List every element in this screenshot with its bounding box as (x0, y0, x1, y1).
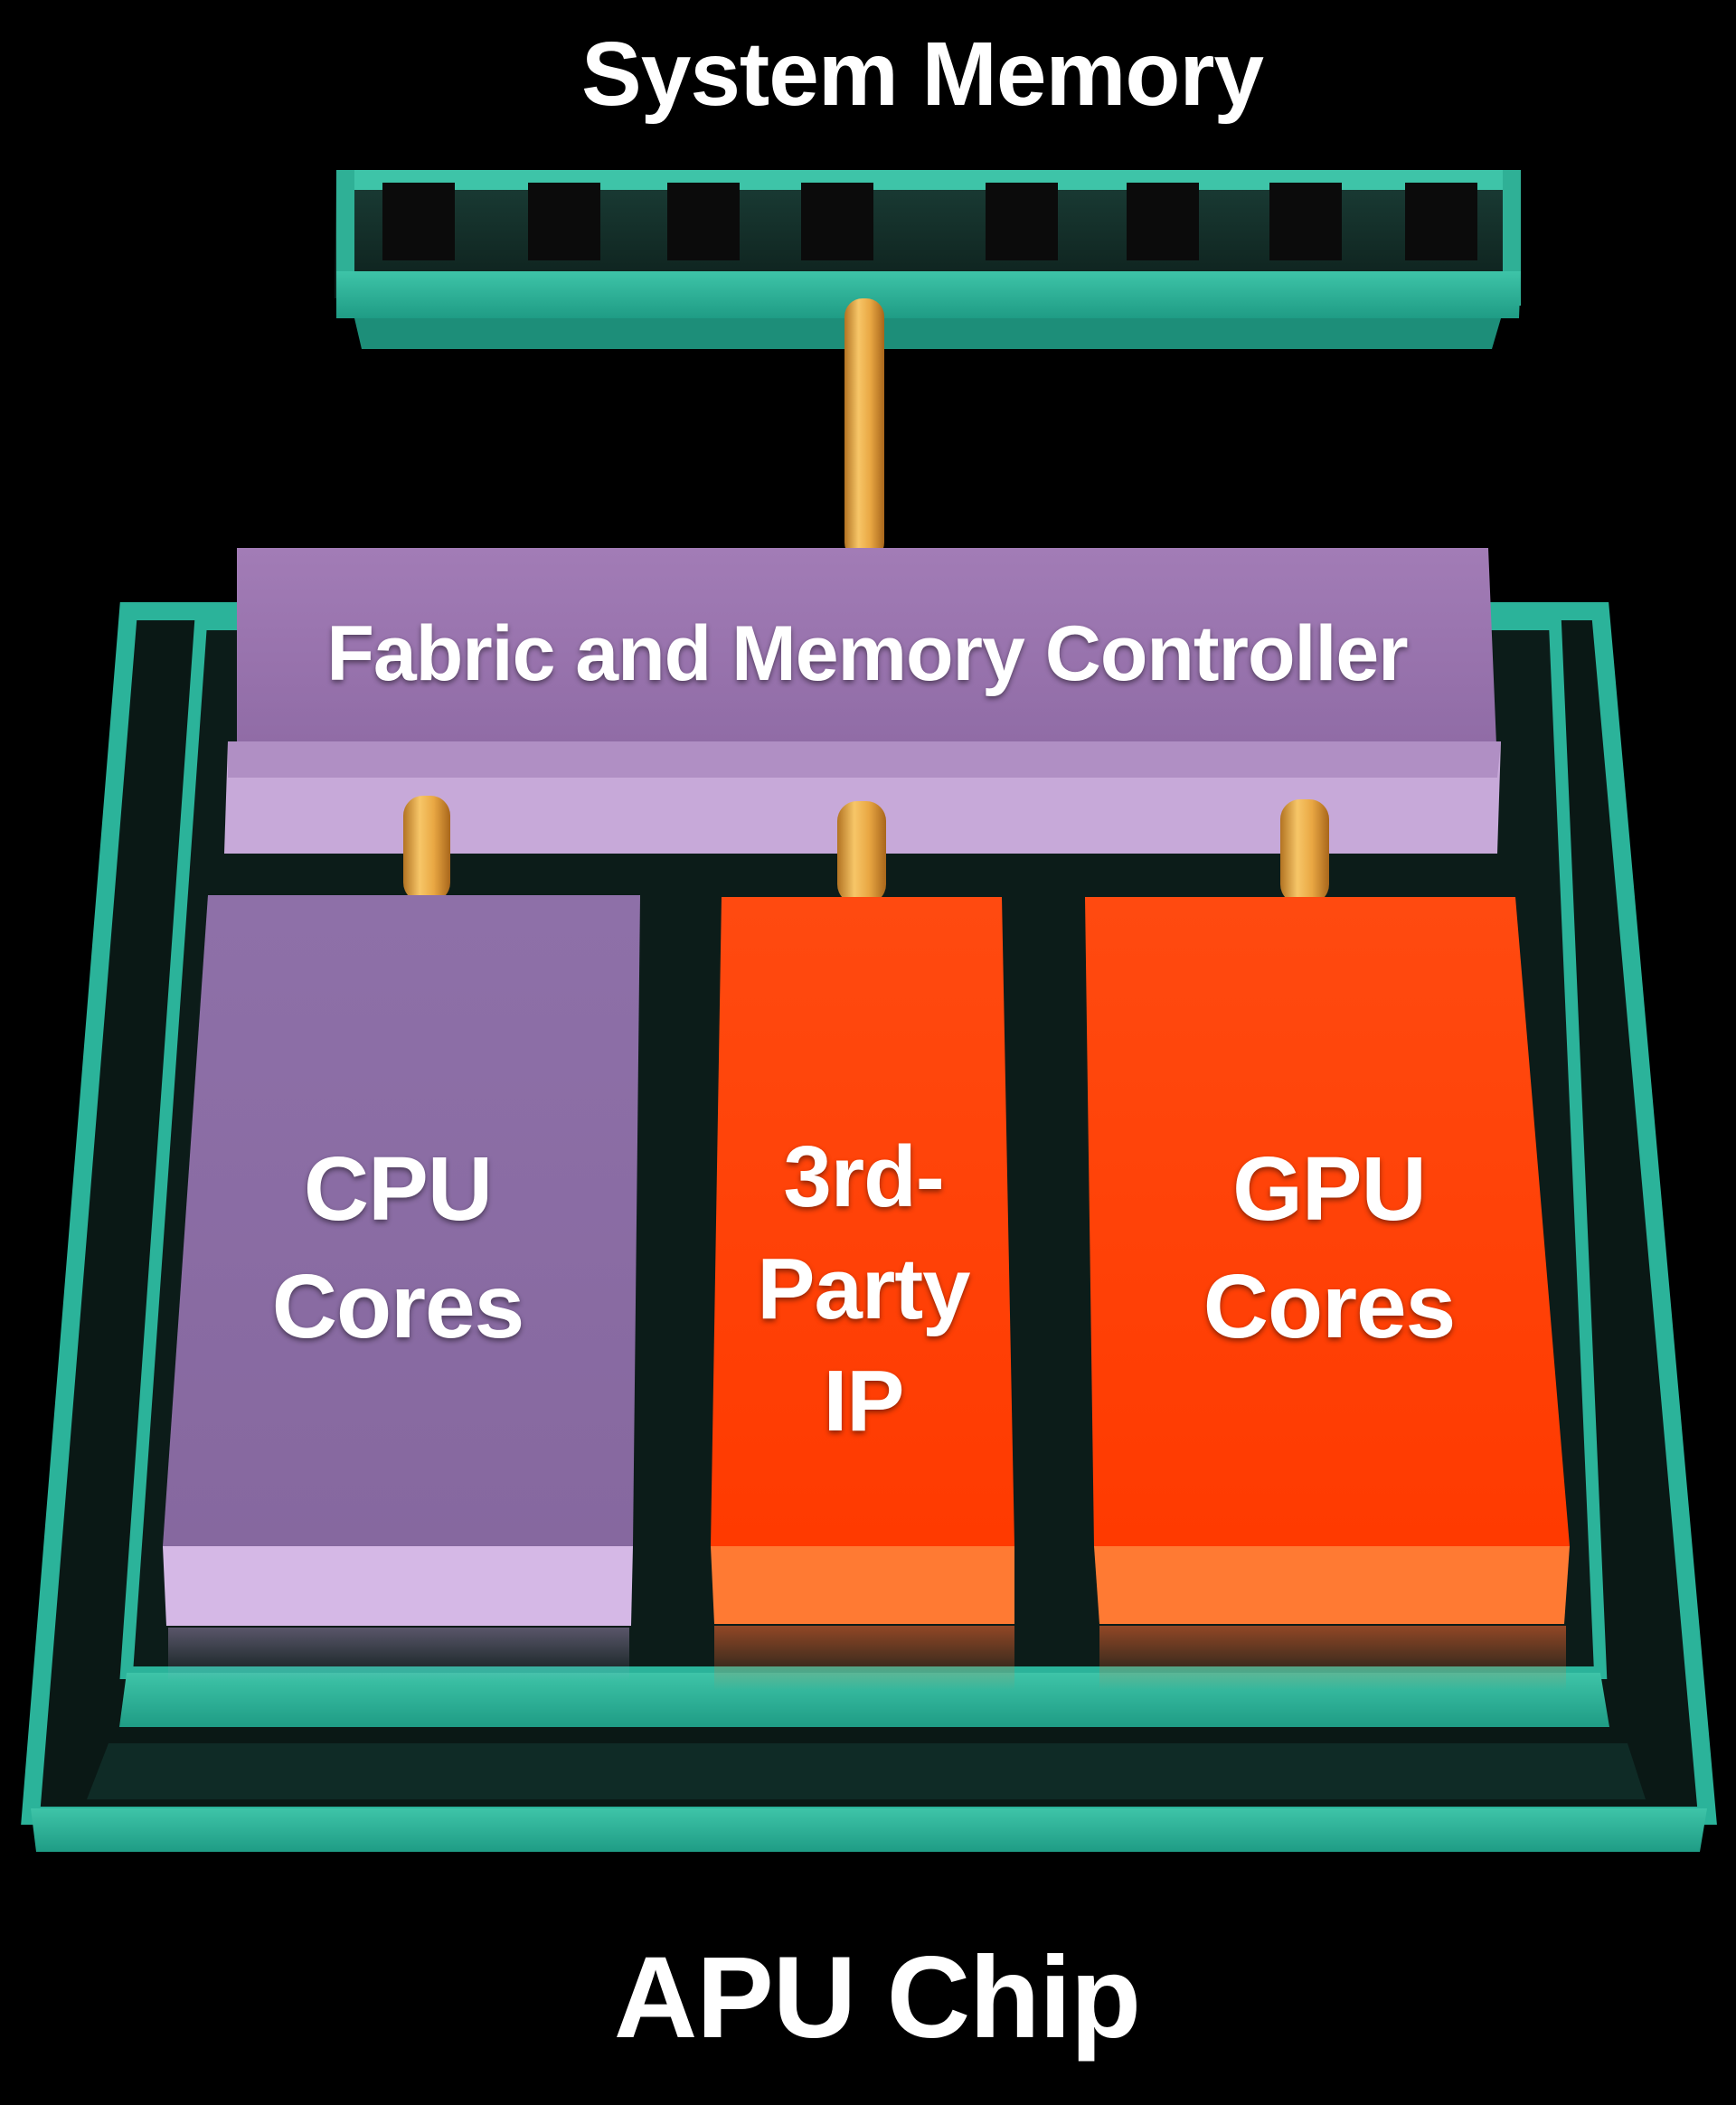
ip-label-line-1: 3rd- (783, 1128, 944, 1225)
gpu-connector (1280, 799, 1329, 904)
fabric-memory-controller-label: Fabric and Memory Controller (326, 610, 1408, 697)
cpu-connector (403, 796, 450, 902)
cpu-label-line-2: Cores (271, 1256, 524, 1357)
fabric-block (224, 548, 1501, 854)
ip-label-line-3: IP (823, 1353, 905, 1449)
gpu-label-line-1: GPU (1232, 1138, 1427, 1240)
ip-connector (837, 801, 886, 904)
memory-chips (382, 183, 1477, 260)
cpu-label-line-1: CPU (303, 1138, 493, 1240)
memory-bus-connector (844, 298, 884, 561)
cpu-cores-block (163, 895, 640, 1682)
system-memory-module (335, 170, 1521, 349)
apu-chip-title: APU Chip (613, 1933, 1141, 2063)
third-party-ip-label: 3rd- Party IP (714, 1121, 1013, 1458)
gpu-cores-label: GPU Cores (1085, 1130, 1573, 1365)
third-party-ip-block (711, 897, 1014, 1691)
ip-label-line-2: Party (757, 1241, 970, 1337)
gpu-cores-block (1085, 897, 1570, 1691)
system-memory-title: System Memory (581, 24, 1264, 125)
cpu-cores-label: CPU Cores (163, 1130, 633, 1365)
gpu-label-line-2: Cores (1203, 1256, 1456, 1357)
